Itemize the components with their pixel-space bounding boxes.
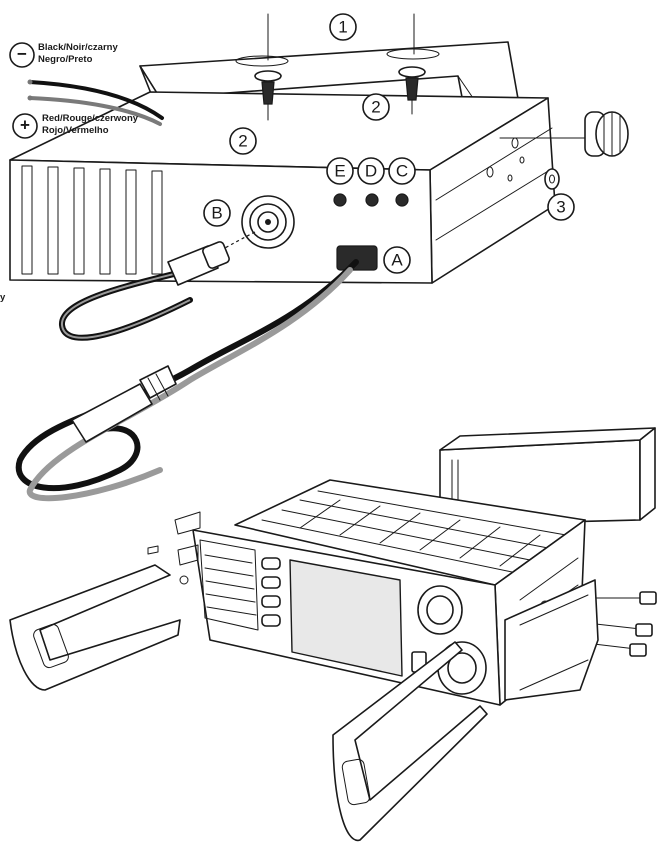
- svg-text:1: 1: [338, 18, 347, 37]
- svg-text:A: A: [391, 251, 403, 270]
- antenna-socket: [241, 195, 295, 249]
- callout-e: E: [326, 157, 354, 185]
- svg-text:C: C: [396, 162, 408, 181]
- power-leads: [27, 79, 164, 126]
- callout-d: D: [357, 157, 385, 185]
- callout-c: C: [388, 157, 416, 185]
- svg-text:+: +: [20, 116, 30, 135]
- svg-text:D: D: [365, 162, 377, 181]
- positive-wire-line2: Rojo/Vermelho: [42, 125, 109, 136]
- right-side-bracket: [504, 579, 599, 701]
- callout-b: B: [203, 199, 231, 227]
- svg-text:E: E: [334, 162, 345, 181]
- antenna-cable: [59, 231, 256, 341]
- top-vents: [261, 490, 567, 573]
- left-small-screws: [147, 511, 201, 585]
- removal-key-right: [332, 641, 488, 842]
- plus-sign-icon: [12, 113, 38, 139]
- svg-text:B: B: [211, 204, 222, 223]
- stray-text: y: [0, 292, 6, 303]
- svg-text:2: 2: [238, 132, 247, 151]
- negative-wire-line2: Negro/Preto: [38, 54, 93, 65]
- callout-2-left: 2: [229, 127, 257, 155]
- volume-knob: [417, 585, 463, 635]
- positive-wire-line1: Red/Rouge/czerwony: [42, 113, 139, 124]
- speaker-grille: [199, 539, 259, 631]
- svg-text:2: 2: [371, 98, 380, 117]
- mounting-knob: [499, 111, 629, 157]
- negative-wire-line1: Black/Noir/czarny: [38, 42, 118, 53]
- positive-wire-label: + Red/Rouge/czerwony Rojo/Vermelho: [12, 113, 139, 139]
- minus-sign-icon: [9, 42, 35, 68]
- removal-key-left: [9, 564, 181, 691]
- screw-right: [398, 66, 426, 115]
- jack-e: [333, 193, 347, 207]
- callout-2-right: 2: [362, 93, 390, 121]
- front-buttons: [261, 557, 281, 627]
- screw-left: [254, 70, 282, 121]
- fuse-holder: [71, 365, 177, 443]
- jack-c: [395, 193, 409, 207]
- callout-3: 3: [547, 193, 575, 221]
- callout-a: A: [383, 246, 411, 274]
- washer: [544, 168, 560, 190]
- svg-text:−: −: [17, 45, 27, 64]
- power-cable: [15, 259, 359, 502]
- heatsink-fins: [21, 165, 163, 275]
- jack-d: [365, 193, 379, 207]
- callout-1: 1: [329, 13, 357, 41]
- svg-text:3: 3: [556, 198, 565, 217]
- display-screen: [289, 559, 403, 677]
- power-connector: [336, 245, 378, 271]
- negative-wire-label: − Black/Noir/czarny Negro/Preto: [9, 42, 118, 68]
- radio-body: [192, 479, 586, 706]
